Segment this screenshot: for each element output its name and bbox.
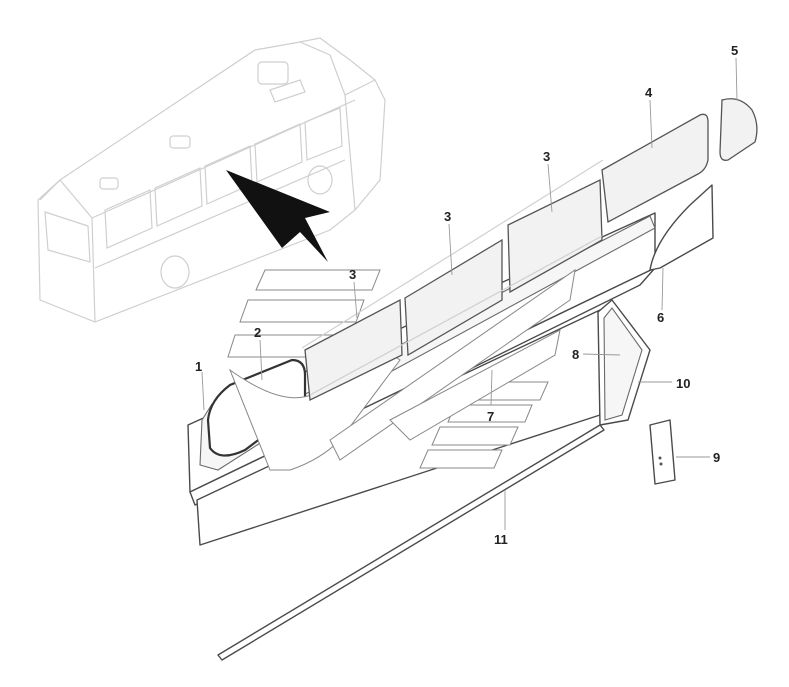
access-plate	[649, 419, 676, 485]
lower-trim-strip	[217, 424, 605, 661]
decal-stripes	[227, 268, 576, 471]
callout-10: 10	[676, 376, 690, 391]
callout-3-left: 3	[349, 267, 356, 282]
leader-lines	[201, 57, 738, 530]
callout-11: 11	[494, 532, 508, 547]
callout-8: 8	[572, 347, 579, 362]
direction-arrow-icon	[226, 170, 330, 262]
bus-reference-sketch	[37, 37, 386, 323]
callout-4: 4	[645, 85, 653, 100]
callout-3-middle: 3	[444, 209, 451, 224]
callout-6: 6	[657, 310, 664, 325]
callout-7: 7	[487, 409, 494, 424]
callout-3-right: 3	[543, 149, 550, 164]
rear-side-window	[601, 113, 709, 224]
rear-quarter-window	[719, 98, 758, 161]
callout-9: 9	[713, 450, 720, 465]
side-windows	[301, 159, 604, 401]
callout-labels: 1 2 3 3 3 4 5 6 7 8 9 10 11	[195, 43, 738, 547]
callout-2: 2	[254, 325, 261, 340]
callout-1: 1	[195, 359, 202, 374]
callout-5: 5	[731, 43, 738, 58]
rear-pillar-panels	[597, 299, 651, 426]
